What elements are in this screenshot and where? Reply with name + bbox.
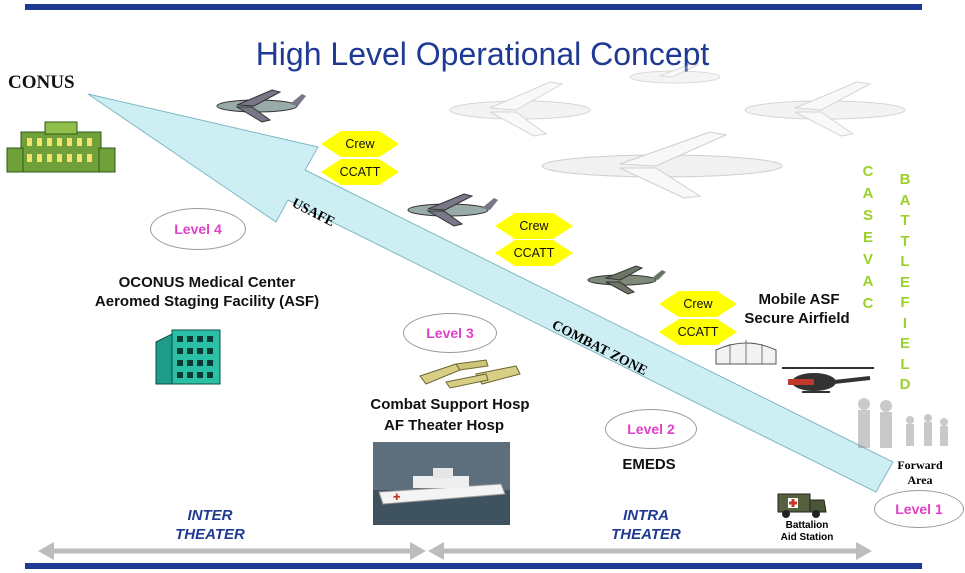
c17-aircraft-icon <box>449 81 591 137</box>
combat-support-line1: Combat Support Hosp <box>370 396 530 413</box>
level-2-oval: Level 2 <box>605 409 697 449</box>
ccatt-label: CCATT <box>339 165 381 179</box>
page-title: High Level Operational Concept <box>255 36 710 72</box>
c17-aircraft-icon <box>629 63 721 84</box>
bottom-rule <box>25 563 922 569</box>
c17-aircraft-icon <box>541 131 783 199</box>
mobile-asf-line2: Secure Airfield <box>744 310 850 327</box>
oconus-line2: Aeromed Staging Facility (ASF) <box>94 293 320 310</box>
capitol-building-icon <box>6 121 116 173</box>
crew-label: Crew <box>345 137 375 151</box>
ccatt-diamond: CCATT <box>321 159 399 185</box>
ccatt-diamond: CCATT <box>495 240 573 266</box>
c17-aircraft-icon <box>744 81 906 137</box>
crew-label: Crew <box>683 297 713 311</box>
tent-icon <box>715 340 777 365</box>
field-hospital-icon <box>419 359 521 389</box>
crew-diamond: Crew <box>495 213 573 239</box>
level-1-oval: Level 1 <box>874 490 964 528</box>
c17-aircraft-icon <box>407 193 498 227</box>
crew-diamond: Crew <box>321 131 399 157</box>
forward-area-line1: Forward <box>897 458 943 472</box>
battalion-line2: Aid Station <box>780 532 834 543</box>
level-4-oval: Level 4 <box>150 208 246 250</box>
ccatt-diamond: CCATT <box>659 319 737 345</box>
conus-label: CONUS <box>8 72 75 93</box>
level-3-oval: Level 3 <box>403 313 497 353</box>
crew-diamond: Crew <box>659 291 737 317</box>
hospital-ship-icon: ✚ <box>373 442 510 525</box>
hospital-building-icon <box>155 329 221 385</box>
combat-support-line2: AF Theater Hosp <box>383 417 504 434</box>
oconus-line1: OCONUS Medical Center <box>118 274 296 291</box>
battalion-line1: Battalion <box>785 520 829 531</box>
emeds-label: EMEDS <box>622 456 676 473</box>
mobile-asf-line1: Mobile ASF <box>758 291 840 308</box>
ccatt-label: CCATT <box>677 325 719 339</box>
svg-text:✚: ✚ <box>393 493 401 503</box>
soldiers-icon <box>858 398 948 448</box>
forward-area-line2: Area <box>907 473 933 487</box>
ambulance-truck-icon <box>777 493 827 518</box>
helicopter-icon <box>782 367 874 393</box>
c130-aircraft-icon <box>587 265 666 295</box>
ccatt-label: CCATT <box>513 246 555 260</box>
crew-label: Crew <box>519 219 549 233</box>
c17-aircraft-icon <box>216 89 306 123</box>
top-rule <box>25 4 922 10</box>
